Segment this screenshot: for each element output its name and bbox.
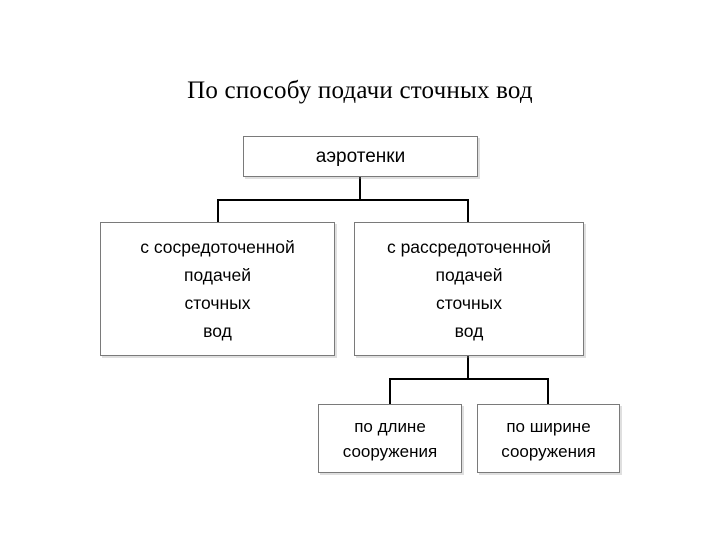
node-by-length[interactable]: по длине сооружения xyxy=(318,404,462,473)
node-aerotanks[interactable]: аэротенки xyxy=(243,136,478,177)
page-title: По способу подачи сточных вод xyxy=(187,77,533,104)
connector-lower-bus xyxy=(389,378,549,380)
node-distributed-supply-label: с рассредоточенной подачей сточных вод xyxy=(386,237,552,341)
node-concentrated-supply-label: с сосредоточенной подачей сточных вод xyxy=(140,237,295,341)
node-by-width[interactable]: по ширине сооружения xyxy=(477,404,620,473)
node-by-length-label: по длине сооружения xyxy=(342,416,438,461)
connector-upper-bus xyxy=(217,199,469,201)
connector-drop-to-by-length xyxy=(389,378,391,405)
node-distributed-supply[interactable]: с рассредоточенной подачей сточных вод xyxy=(354,222,584,356)
connector-drop-to-by-width xyxy=(547,378,549,405)
node-aerotanks-label: аэротенки xyxy=(315,146,406,167)
connector-distributed-stem xyxy=(467,356,469,379)
node-concentrated-supply[interactable]: с сосредоточенной подачей сточных вод xyxy=(100,222,335,356)
connector-root-stem xyxy=(359,177,361,200)
connector-drop-to-concentrated xyxy=(217,199,219,223)
node-by-width-label: по ширине сооружения xyxy=(501,416,596,461)
connector-drop-to-distributed xyxy=(467,199,469,223)
